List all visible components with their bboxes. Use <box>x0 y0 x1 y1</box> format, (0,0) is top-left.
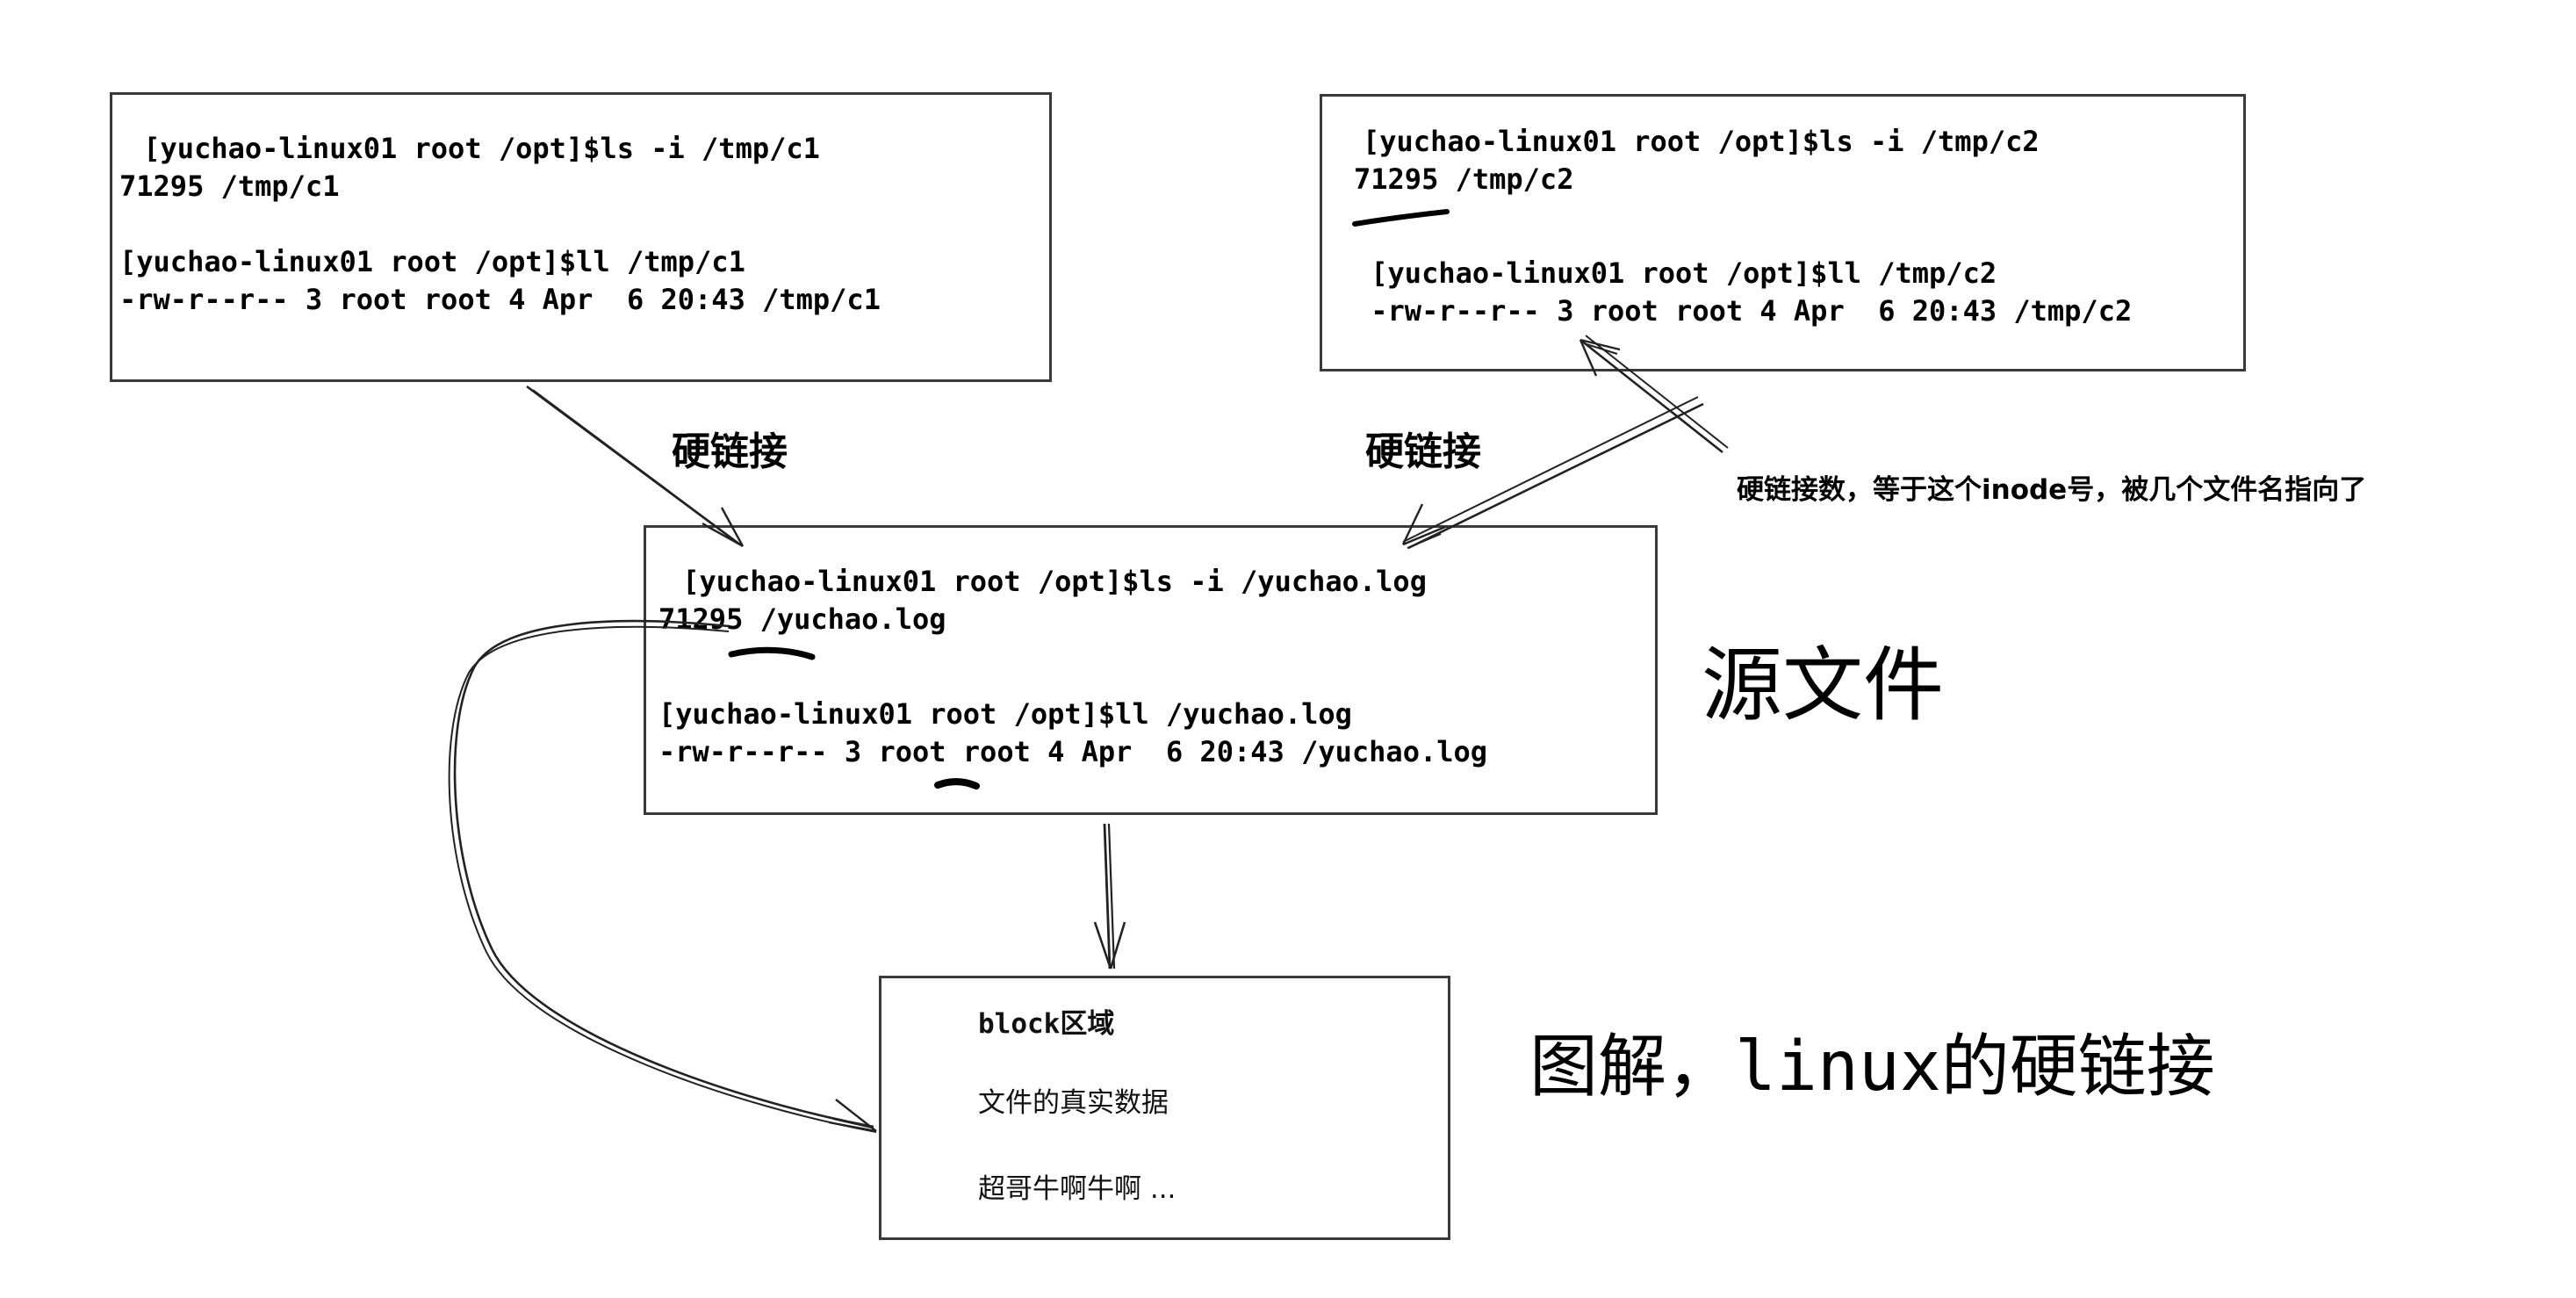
terminal-line-c1-4: -rw-r--r-- 3 root root 4 Apr 6 20:43 /tm… <box>119 283 881 316</box>
terminal-line-source-3: [yuchao-linux01 root /opt]$ll /yuchao.lo… <box>658 697 1352 731</box>
terminal-line-c1-0: [yuchao-linux01 root /opt]$ls -i /tmp/c1 <box>126 132 820 165</box>
terminal-line-c2-0: [yuchao-linux01 root /opt]$ls -i /tmp/c2 <box>1363 125 2040 158</box>
block-area-line-2: 超哥牛啊牛啊 ... <box>978 1173 1176 1205</box>
terminal-line-source-4: -rw-r--r-- 3 root root 4 Apr 6 20:43 /yu… <box>658 735 1488 768</box>
terminal-line-c1-3: [yuchao-linux01 root /opt]$ll /tmp/c1 <box>119 245 745 278</box>
diagram-title: 图解，linux的硬链接 <box>1529 1028 2215 1107</box>
terminal-box-c1: [yuchao-linux01 root /opt]$ls -i /tmp/c1… <box>110 92 1052 382</box>
terminal-line-source-0: [yuchao-linux01 root /opt]$ls -i /yuchao… <box>666 565 1427 598</box>
terminal-line-c2-3: [yuchao-linux01 root /opt]$ll /tmp/c2 <box>1354 256 1997 290</box>
block-area-line-0: block区域 <box>978 1008 1115 1040</box>
terminal-line-c2-4: -rw-r--r-- 3 root root 4 Apr 6 20:43 /tm… <box>1354 294 2133 328</box>
terminal-box-c2: [yuchao-linux01 root /opt]$ls -i /tmp/c2… <box>1320 94 2246 371</box>
block-area-line-1: 文件的真实数据 <box>978 1087 1169 1119</box>
inode-count-note: 硬链接数，等于这个inode号，被几个文件名指向了 <box>1737 474 2367 506</box>
terminal-box-source: [yuchao-linux01 root /opt]$ls -i /yuchao… <box>644 525 1658 815</box>
arrow-source-to-block <box>1093 823 1126 970</box>
terminal-line-c2-1: 71295 /tmp/c2 <box>1354 162 1574 196</box>
terminal-line-source-1: 71295 /yuchao.log <box>658 602 946 636</box>
source-file-label: 源文件 <box>1702 638 1945 732</box>
hardlink-label-left: 硬链接 <box>672 429 788 474</box>
hardlink-label-right: 硬链接 <box>1365 429 1481 474</box>
terminal-line-c1-1: 71295 /tmp/c1 <box>119 169 340 203</box>
block-area-box: block区域 文件的真实数据 超哥牛啊牛啊 ... <box>879 976 1450 1240</box>
